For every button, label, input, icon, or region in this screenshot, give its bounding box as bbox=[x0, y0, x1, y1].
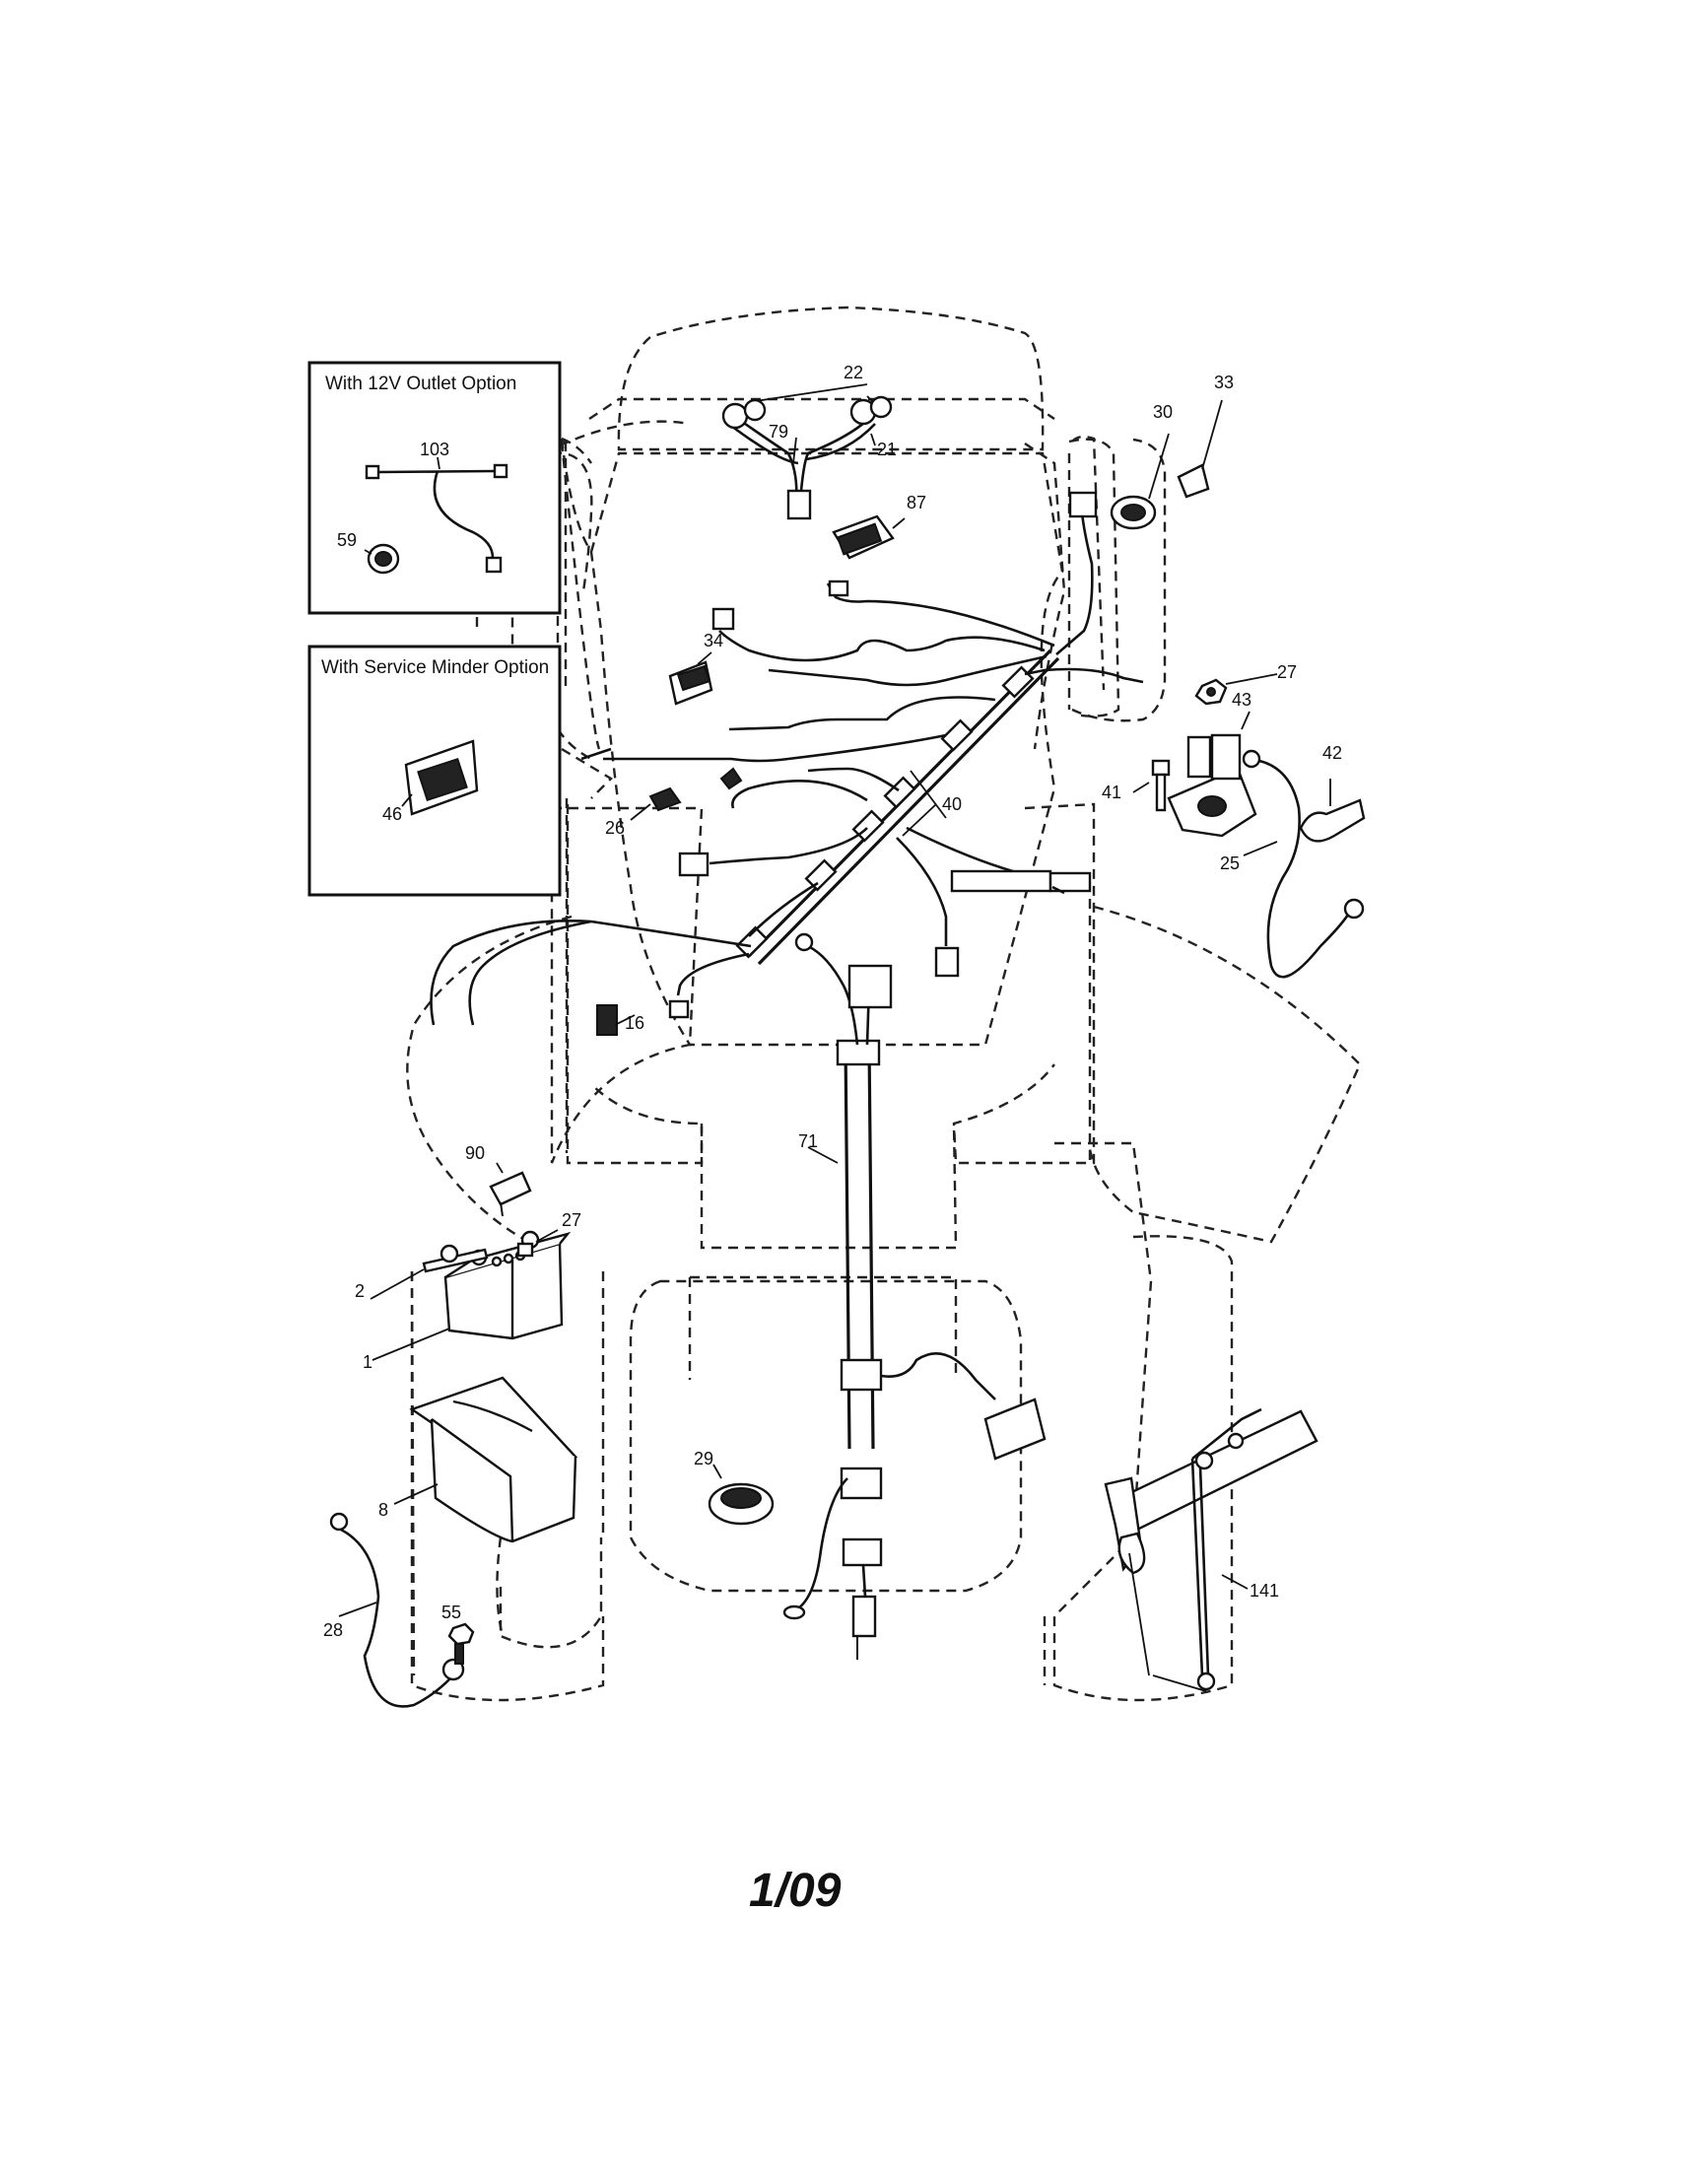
callout-28: 28 bbox=[323, 1620, 343, 1640]
seat-switch-16 bbox=[596, 1004, 636, 1036]
callout-46: 46 bbox=[382, 804, 402, 824]
callout-43: 43 bbox=[1232, 690, 1251, 710]
nut-27-battery bbox=[516, 1229, 559, 1258]
outlet-harness-103 bbox=[365, 456, 508, 574]
callout-141: 141 bbox=[1250, 1581, 1279, 1601]
callout-27-top: 27 bbox=[1277, 662, 1297, 682]
solenoid-43 bbox=[1167, 711, 1257, 838]
callout-25: 25 bbox=[1220, 853, 1240, 873]
callout-22: 22 bbox=[844, 363, 863, 382]
screw-55 bbox=[447, 1622, 475, 1665]
callout-40: 40 bbox=[942, 794, 962, 814]
power-outlet-59 bbox=[364, 543, 400, 575]
callout-27-battery: 27 bbox=[562, 1210, 581, 1230]
callout-1: 1 bbox=[363, 1352, 372, 1372]
callout-90: 90 bbox=[465, 1143, 485, 1163]
callout-59: 59 bbox=[337, 530, 357, 550]
boot-42 bbox=[1299, 779, 1366, 843]
switch-34 bbox=[668, 651, 713, 706]
relay-87 bbox=[832, 514, 906, 560]
outlet-option-title: With 12V Outlet Option bbox=[325, 374, 516, 394]
callout-41: 41 bbox=[1102, 783, 1121, 802]
callout-8: 8 bbox=[378, 1500, 388, 1520]
plug-26 bbox=[630, 786, 682, 821]
horn-29 bbox=[708, 1464, 775, 1526]
interlock-90 bbox=[489, 1162, 532, 1217]
callout-26: 26 bbox=[605, 818, 625, 838]
callout-79: 79 bbox=[769, 422, 788, 442]
callout-71: 71 bbox=[798, 1131, 818, 1151]
bolt-41 bbox=[1132, 759, 1171, 812]
service-minder-option-panel: With Service Minder Option bbox=[307, 645, 562, 897]
callout-34: 34 bbox=[704, 631, 723, 650]
cable-25 bbox=[1242, 749, 1365, 979]
harness-71 bbox=[782, 932, 1047, 1660]
date-code: 1/09 bbox=[749, 1865, 842, 1917]
callout-42: 42 bbox=[1322, 743, 1342, 763]
callout-103: 103 bbox=[420, 440, 449, 459]
ignition-switch-30 bbox=[1110, 433, 1170, 530]
callout-21: 21 bbox=[877, 440, 897, 459]
key-33 bbox=[1177, 399, 1223, 499]
pto-assembly-141 bbox=[1104, 1407, 1318, 1692]
callout-30: 30 bbox=[1153, 402, 1173, 422]
bolt-2 bbox=[370, 1244, 489, 1300]
callout-55: 55 bbox=[441, 1603, 461, 1622]
callout-2: 2 bbox=[355, 1281, 365, 1301]
main-wire-harness-40 bbox=[430, 491, 1144, 1026]
service-minder-46 bbox=[401, 739, 479, 816]
callout-87: 87 bbox=[907, 493, 926, 512]
battery-1 bbox=[372, 1230, 572, 1361]
harness-clips bbox=[735, 665, 1035, 959]
outlet-option-panel: With 12V Outlet Option bbox=[307, 361, 562, 615]
nut-27-top bbox=[1194, 673, 1278, 706]
minder-option-title: With Service Minder Option bbox=[321, 657, 549, 678]
callout-29: 29 bbox=[694, 1449, 713, 1468]
battery-tray-8 bbox=[393, 1376, 578, 1543]
headlight-assembly bbox=[721, 383, 893, 520]
callout-labels: 22 79 21 87 33 30 34 27 43 42 41 40 25 2… bbox=[323, 363, 1342, 1640]
callout-16: 16 bbox=[625, 1013, 644, 1033]
callout-33: 33 bbox=[1214, 373, 1234, 392]
